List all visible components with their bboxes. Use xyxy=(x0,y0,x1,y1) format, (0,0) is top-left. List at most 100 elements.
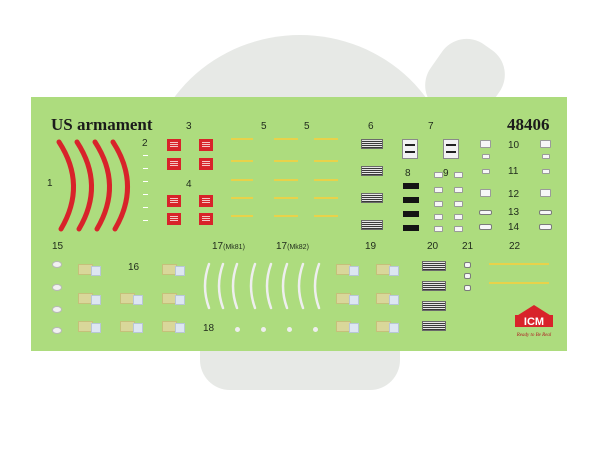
small-label-decal xyxy=(434,214,443,220)
decal-number-16: 16 xyxy=(128,262,140,273)
small-label-decal xyxy=(454,226,463,232)
small-data-decal xyxy=(542,169,550,174)
decal-number-20: 20 xyxy=(427,241,439,252)
small-label-decal xyxy=(434,226,443,232)
decal-number-11: 11 xyxy=(508,166,519,177)
small-data-decal xyxy=(539,224,552,230)
stencil-text-decal xyxy=(361,166,383,176)
icm-logo: ICM Ready to Be Real xyxy=(515,305,553,338)
white-oval-decal xyxy=(52,306,62,313)
bomb-marking-decal xyxy=(78,321,101,333)
bomb-marking-decal xyxy=(120,293,143,305)
yellow-stripe-decal xyxy=(231,215,253,217)
decal-number-4: 4 xyxy=(186,179,192,190)
red-square-decal xyxy=(167,195,181,207)
decal-2-tick xyxy=(143,155,148,156)
decal-number-18: 18 xyxy=(203,323,215,334)
yellow-stripe-decal xyxy=(314,138,338,140)
small-label-decal xyxy=(434,172,443,178)
stencil-text-decal xyxy=(422,261,446,271)
black-block-decal xyxy=(403,183,419,189)
small-label-decal xyxy=(434,201,443,207)
bomb-marking-decal xyxy=(162,321,185,333)
yellow-stripe-decal xyxy=(489,282,549,284)
decal-number-5a: 5 xyxy=(261,121,267,132)
white-bar-decal xyxy=(443,139,459,159)
white-band-decals xyxy=(203,262,321,310)
yellow-stripe-decal xyxy=(231,160,253,162)
small-label-decal xyxy=(454,214,463,220)
black-block-decal xyxy=(403,197,419,203)
decal-number-12: 12 xyxy=(508,189,520,200)
red-square-decal xyxy=(199,139,213,151)
small-data-decal xyxy=(464,285,471,291)
decal-number-17-mk82: 17(Mk82) xyxy=(276,241,309,252)
yellow-stripe-decal xyxy=(231,197,253,199)
stencil-text-decal xyxy=(422,281,446,291)
yellow-stripe-decal xyxy=(274,215,298,217)
decal-number-14: 14 xyxy=(508,222,520,233)
stencil-text-decal xyxy=(361,193,383,203)
red-square-decal xyxy=(167,213,181,225)
small-data-decal xyxy=(482,169,490,174)
bomb-marking-decal xyxy=(336,293,359,305)
small-data-decal xyxy=(480,140,491,148)
bomb-marking-decal xyxy=(376,293,399,305)
bomb-marking-decal xyxy=(376,264,399,276)
small-label-decal xyxy=(454,172,463,178)
sheet-title: US armament xyxy=(51,115,153,134)
white-dot-decal xyxy=(313,327,318,332)
small-data-decal xyxy=(479,210,492,215)
small-data-decal xyxy=(480,189,491,197)
decal-2-tick xyxy=(143,194,148,195)
decal-2-tick xyxy=(143,181,148,182)
small-data-decal xyxy=(482,154,490,159)
decal-2-tick xyxy=(143,220,148,221)
small-label-decal xyxy=(454,201,463,207)
red-square-decal xyxy=(199,158,213,170)
yellow-stripe-decal xyxy=(314,160,338,162)
decal-number-13: 13 xyxy=(508,207,520,218)
small-data-decal xyxy=(464,273,471,279)
decal-number-22: 22 xyxy=(509,241,521,252)
decal-number-15: 15 xyxy=(52,241,64,252)
yellow-stripe-decal xyxy=(489,263,549,265)
black-block-decal xyxy=(403,211,419,217)
decal-number-10: 10 xyxy=(508,140,520,151)
decal-number-1: 1 xyxy=(47,178,53,189)
yellow-stripe-decal xyxy=(274,138,298,140)
yellow-stripe-decal xyxy=(274,160,298,162)
yellow-stripe-decal xyxy=(274,197,298,199)
decal-number-2: 2 xyxy=(142,138,148,149)
decal-number-9: 9 xyxy=(443,168,449,179)
black-block-decal xyxy=(403,225,419,231)
small-data-decal xyxy=(539,210,552,215)
bomb-marking-decal xyxy=(120,321,143,333)
bomb-marking-decal xyxy=(336,264,359,276)
stencil-text-decal xyxy=(422,301,446,311)
red-square-decal xyxy=(167,158,181,170)
decal-number-6: 6 xyxy=(368,121,374,132)
decal-number-3: 3 xyxy=(186,121,192,132)
yellow-stripe-decal xyxy=(231,138,253,140)
red-square-decal xyxy=(167,139,181,151)
small-data-decal xyxy=(479,224,492,230)
bomb-marking-decal xyxy=(162,293,185,305)
small-data-decal xyxy=(540,189,551,197)
decal-sheet: US armament 48406 1 2 3 4 5 5 6 7 8 9 10… xyxy=(31,97,567,351)
yellow-stripe-decal xyxy=(314,197,338,199)
yellow-stripe-decal xyxy=(314,215,338,217)
small-data-decal xyxy=(540,140,551,148)
red-square-decal xyxy=(199,195,213,207)
decal-number-5b: 5 xyxy=(304,121,310,132)
logo-brand: ICM xyxy=(524,316,544,328)
decal-number-7: 7 xyxy=(428,121,434,132)
decal-2-tick xyxy=(143,207,148,208)
yellow-stripe-decal xyxy=(274,179,298,181)
decal-number-17-mk81: 17(Mk81) xyxy=(212,241,245,252)
small-data-decal xyxy=(464,262,471,268)
small-label-decal xyxy=(434,187,443,193)
bomb-marking-decal xyxy=(162,264,185,276)
logo-tagline: Ready to Be Real xyxy=(516,333,552,338)
sheet-code: 48406 xyxy=(507,115,550,134)
